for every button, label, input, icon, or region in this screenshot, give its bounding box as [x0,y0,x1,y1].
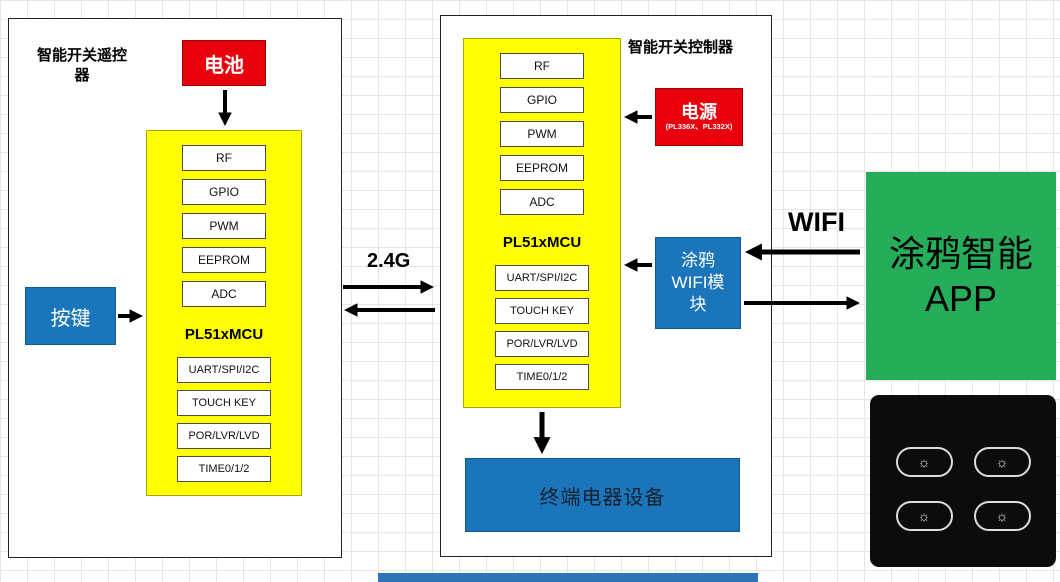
light-icon: ☼ [917,454,931,470]
switch-panel: ☼ ☼ ☼ ☼ [870,395,1056,567]
app-label-line2: APP [924,278,998,319]
mcu-peripheral-por: POR/LVR/LVD [177,423,271,449]
mcu-peripheral-eeprom: EEPROM [182,247,266,273]
mcu-peripheral-uart: UART/SPI/I2C [495,265,589,291]
switch-button-3: ☼ [895,501,953,531]
power-block: 电源 (PL336X、PL332X) [655,88,743,146]
mcu-peripheral-adc: ADC [500,189,584,215]
mcu-peripheral-gpio: GPIO [500,87,584,113]
mcu-peripheral-gpio: GPIO [182,179,266,205]
light-icon: ☼ [995,454,1009,470]
mcu-peripheral-pwm: PWM [182,213,266,239]
terminal-device-block: 终端电器设备 [465,458,740,532]
key-button-block: 按键 [25,287,116,345]
mcu-peripheral-touchkey: TOUCH KEY [177,390,271,416]
mcu-peripheral-adc: ADC [182,281,266,307]
controller-mcu-block: RF GPIO PWM EEPROM ADC PL51xMCU UART/SPI… [463,38,621,408]
power-models-label: (PL336X、PL332X) [665,122,733,131]
mcu-peripheral-timer: TIME0/1/2 [177,456,271,482]
switch-button-2: ☼ [973,447,1031,477]
mcu-peripheral-pwm: PWM [500,121,584,147]
controller-title: 智能开关控制器 [628,39,734,56]
light-icon: ☼ [995,508,1009,524]
mcu-name-label: PL51xMCU [184,326,264,343]
mcu-peripheral-rf: RF [500,53,584,79]
mcu-peripheral-uart: UART/SPI/I2C [177,357,271,383]
switch-button-4: ☼ [973,501,1031,531]
mcu-peripheral-timer: TIME0/1/2 [495,364,589,390]
light-icon: ☼ [917,508,931,524]
bottom-blue-bar [378,573,758,582]
app-label-line1: 涂鸦智能 [888,233,1033,274]
battery-block: 电池 [182,40,266,86]
mcu-name-label: PL51xMCU [502,234,582,251]
mcu-peripheral-eeprom: EEPROM [500,155,584,181]
remote-mcu-block: RF GPIO PWM EEPROM ADC PL51xMCU UART/SPI… [146,130,302,496]
power-label: 电源 [681,102,717,122]
remote-title: 智能开关遥控器 [36,47,127,85]
wifi-module-block: 涂鸦 WIFI模 块 [655,237,741,329]
rf-link-label: 2.4G [367,250,411,272]
mcu-peripheral-por: POR/LVR/LVD [495,331,589,357]
mcu-peripheral-rf: RF [182,145,266,171]
tuya-app-block: 涂鸦智能 APP [866,172,1056,380]
wifi-link-label: WIFI [788,207,845,237]
mcu-peripheral-touchkey: TOUCH KEY [495,298,589,324]
switch-button-1: ☼ [895,447,953,477]
